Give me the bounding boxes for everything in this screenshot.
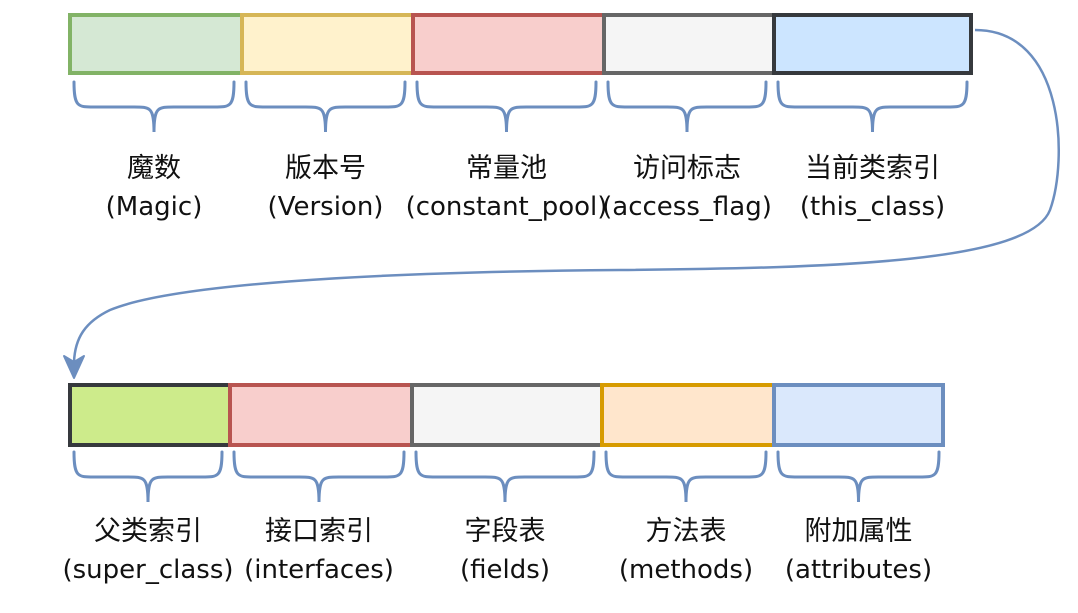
interfaces-brace: [232, 450, 406, 503]
this-class-label-zh: 当前类索引: [805, 153, 940, 184]
this-class-segment: [772, 13, 973, 75]
constant-pool-label-en: (constant_pool): [405, 192, 608, 222]
super-class-label-en: (super_class): [62, 555, 234, 585]
methods-label: 方法表 (methods): [619, 513, 753, 589]
fields-label-en: (fields): [460, 555, 550, 585]
super-class-label-zh: 父类索引: [93, 516, 202, 547]
attributes-label-zh: 附加属性: [804, 516, 913, 547]
access-flag-label: 访问标志 (access_flag): [602, 150, 772, 226]
this-class-label-en: (this_class): [799, 192, 946, 222]
constant-pool-label-zh: 常量池: [465, 153, 547, 184]
constant-pool-brace: [415, 80, 598, 133]
row-connector-arrowhead: [63, 355, 85, 379]
access-flag-label-zh: 访问标志: [633, 153, 741, 184]
magic-label-zh: 魔数: [127, 153, 181, 184]
super-class-segment: [68, 383, 232, 447]
attributes-segment: [772, 383, 945, 447]
interfaces-label-zh: 接口索引: [264, 516, 373, 547]
super-class-label: 父类索引 (super_class): [62, 513, 233, 589]
interfaces-label: 接口索引 (interfaces): [244, 513, 394, 589]
version-label-zh: 版本号: [285, 153, 366, 184]
version-segment: [240, 13, 415, 75]
methods-label-en: (methods): [618, 555, 754, 585]
fields-label-zh: 字段表: [464, 516, 546, 547]
constant-pool-label: 常量池 (constant_pool): [406, 150, 608, 226]
attributes-label-en: (attributes): [784, 555, 933, 585]
attributes-label: 附加属性 (attributes): [785, 513, 932, 589]
magic-label-en: (Magic): [105, 192, 203, 222]
magic-brace: [72, 80, 236, 133]
super-class-brace: [72, 450, 224, 503]
methods-segment: [600, 383, 776, 447]
this-class-brace: [776, 80, 969, 133]
attributes-brace: [776, 450, 941, 503]
this-class-label: 当前类索引 (this_class): [800, 150, 945, 226]
access-flag-brace: [606, 80, 768, 133]
interfaces-segment: [228, 383, 414, 447]
row-connector-curve: [72, 28, 1061, 363]
magic-label: 魔数 (Magic): [106, 150, 203, 226]
fields-label: 字段表 (fields): [460, 513, 550, 589]
methods-label-zh: 方法表: [645, 516, 727, 547]
version-brace: [244, 80, 407, 133]
fields-segment: [410, 383, 604, 447]
access-flag-label-en: (access_flag): [602, 192, 772, 222]
interfaces-label-en: (interfaces): [244, 555, 394, 585]
methods-brace: [604, 450, 768, 503]
constant-pool-segment: [411, 13, 606, 75]
version-label-en: (Version): [267, 192, 384, 222]
access-flag-segment: [602, 13, 776, 75]
magic-segment: [68, 13, 244, 75]
fields-brace: [414, 450, 596, 503]
version-label: 版本号 (Version): [268, 150, 384, 226]
